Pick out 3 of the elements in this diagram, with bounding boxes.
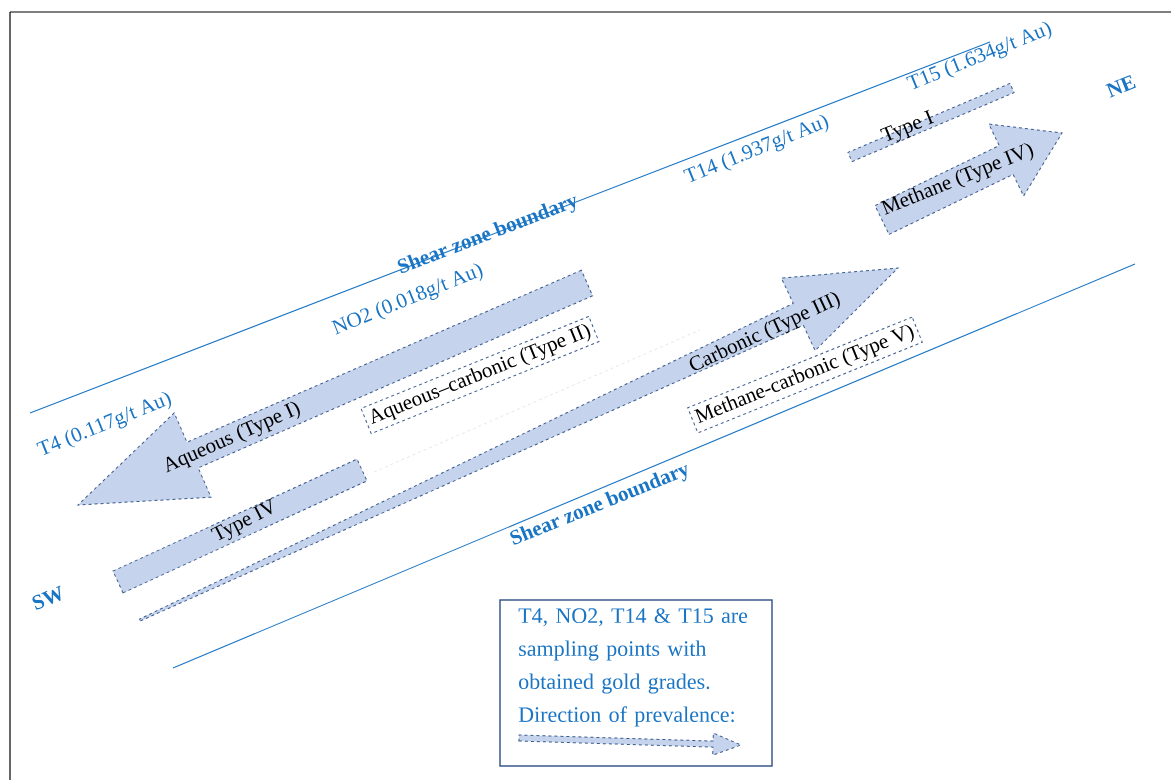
note-box: T4, NO2, T14 & T15 are sampling points with obtained gold grades. Direction of prevalence:	[499, 599, 773, 767]
map-label: SW	[32, 585, 61, 610]
map-label: NE	[1105, 74, 1136, 98]
